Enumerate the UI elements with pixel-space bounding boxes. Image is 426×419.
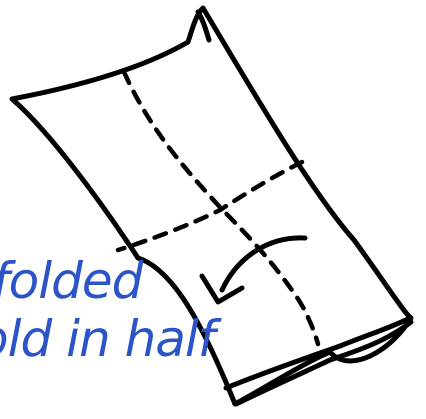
caption-line-1: folded [0,252,144,310]
bottom-layer-edge [236,322,411,404]
curved-fold-arrow-icon [222,238,305,290]
horizontal-fold-line [118,162,302,250]
caption-line-2: old in half [0,310,222,368]
bottom-layer-edge-2 [226,318,410,388]
